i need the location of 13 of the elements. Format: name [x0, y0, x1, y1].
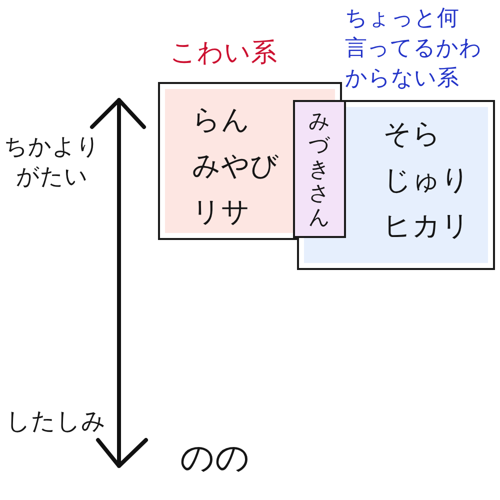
- group-heading: ちょっと何言ってるかわからない系: [345, 5, 483, 93]
- member-name: そら: [383, 118, 441, 150]
- member-name: ヒカリ: [383, 210, 470, 242]
- member-name: のの: [180, 438, 250, 478]
- member-name: みやび: [192, 150, 279, 182]
- axis-label: したしみ: [6, 406, 106, 436]
- axis-label: ちかよりがたい: [4, 133, 100, 192]
- member-name: じゅり: [383, 164, 470, 196]
- member-name: リサ: [192, 196, 250, 228]
- member-name: みづきさん: [308, 109, 330, 229]
- member-name: らん: [192, 104, 250, 136]
- overlap-box: [293, 100, 346, 238]
- group-heading: こわい系: [170, 37, 278, 70]
